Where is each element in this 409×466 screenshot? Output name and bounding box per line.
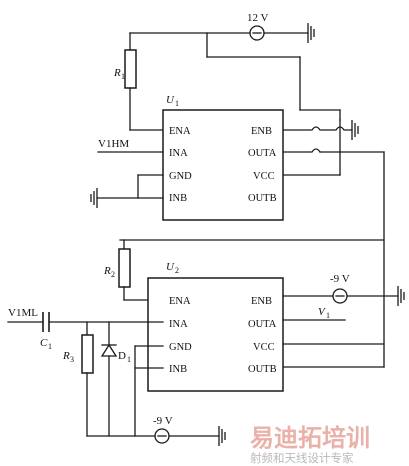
label-r3: R — [62, 350, 70, 362]
u1-pin-vcc: VCC — [253, 171, 275, 182]
wire-u1-enb — [282, 126, 353, 131]
u1-pin-enb: ENB — [251, 126, 272, 137]
wire-u1-outa — [282, 148, 385, 153]
u1-pin-ena: ENA — [169, 126, 191, 137]
label-v1hm: V1HM — [98, 138, 129, 150]
diode-d1 — [100, 343, 118, 357]
ground-symbol-u1-enb — [351, 120, 359, 140]
label-v1ml: V1ML — [8, 307, 38, 319]
label-12v: 12 V — [247, 12, 269, 24]
label-minus9v-right: -9 V — [330, 273, 350, 285]
ground-symbol-u1 — [90, 188, 98, 208]
u1-pin-outb: OUTB — [248, 193, 277, 204]
u2-pin-vcc: VCC — [253, 342, 275, 353]
u2-pin-ina: INA — [169, 319, 188, 330]
resistor-r2 — [118, 248, 131, 288]
label-c1: C — [40, 337, 48, 349]
label-r2-sub: 2 — [111, 270, 115, 279]
resistor-r1 — [124, 49, 137, 89]
label-minus9v-bottom: -9 V — [153, 415, 173, 427]
label-r2: R — [103, 265, 111, 277]
u2-pin-ena: ENA — [169, 296, 191, 307]
label-r1-sub: 1 — [121, 72, 125, 81]
u2-pin-outb: OUTB — [248, 364, 277, 375]
ground-symbol-u2-enb — [397, 286, 405, 306]
chip-u1 — [162, 109, 284, 221]
u2-pin-outa: OUTA — [248, 319, 277, 330]
label-d1-sub: 1 — [127, 355, 131, 364]
label-v1: V — [318, 306, 326, 318]
u2-pin-enb: ENB — [251, 296, 272, 307]
ground-symbol-top — [307, 23, 315, 43]
watermark-tagline: 射频和天线设计专家 — [250, 451, 354, 465]
u1-pin-ina: INA — [169, 148, 188, 159]
u1-pin-gnd: GND — [169, 171, 192, 182]
resistor-r3 — [81, 334, 94, 374]
label-u1-sub: 1 — [175, 99, 179, 108]
ground-symbol-bottom — [218, 426, 226, 446]
label-d1: D — [118, 350, 126, 362]
watermark-brand: 易迪拓培训 — [250, 424, 370, 452]
chip-u2 — [147, 277, 284, 392]
u2-pin-gnd: GND — [169, 342, 192, 353]
u1-pin-inb: INB — [169, 193, 187, 204]
label-r3-sub: 3 — [70, 355, 74, 364]
label-u2-sub: 2 — [175, 266, 179, 275]
label-r1: R — [113, 67, 121, 79]
label-u2: U — [166, 261, 175, 273]
label-c1-sub: 1 — [48, 342, 52, 351]
u2-pin-inb: INB — [169, 364, 187, 375]
u1-pin-outa: OUTA — [248, 148, 277, 159]
label-u1: U — [166, 94, 175, 106]
label-v1-sub: 1 — [326, 311, 330, 320]
